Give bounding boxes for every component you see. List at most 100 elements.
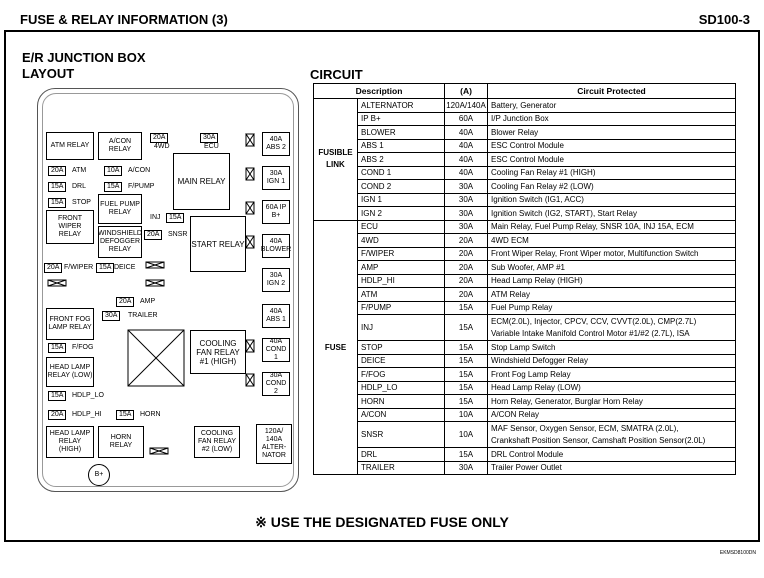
circuit-label: CIRCUIT xyxy=(310,67,363,82)
cell-circuit: Ignition Switch (IG2, START), Start Rela… xyxy=(487,206,737,221)
fusible-ign1: 30A IGN 1 xyxy=(262,166,290,190)
fuse-4wd: 20A xyxy=(150,133,169,143)
cell-amp: 15A xyxy=(444,394,489,409)
label-trailer: TRAILER xyxy=(128,312,158,319)
fusible-abs2: 40A ABS 2 xyxy=(262,132,290,156)
cell-circuit-line: Variable Intake Manifold Control Motor #… xyxy=(491,328,690,338)
fuse-fpump: 15A xyxy=(104,182,123,192)
cell-circuit: Horn Relay, Generator, Burglar Horn Rela… xyxy=(487,394,737,409)
layout-label: LAYOUT xyxy=(22,66,75,81)
fuse-fwiper: 20A xyxy=(44,263,63,273)
cell-amp: 15A xyxy=(444,314,489,341)
table-row: SNSR 10A MAF Sensor, Oxygen Sensor, ECM,… xyxy=(314,421,737,448)
cell-amp: 40A xyxy=(444,165,489,180)
section-title: E/R JUNCTION BOX xyxy=(22,50,146,65)
table-row: FUSIBLE LINK ALTERNATOR 120A/140A Batter… xyxy=(313,98,737,221)
cell-desc: DEICE xyxy=(356,353,446,368)
fuse-deice: 15A xyxy=(96,263,115,273)
fusible-cond1: 40A COND 1 xyxy=(262,338,290,362)
cell-circuit: Main Relay, Fuel Pump Relay, SNSR 10A, I… xyxy=(487,219,737,234)
cell-desc: F/WIPER xyxy=(356,246,446,261)
cell-circuit: Head Lamp Relay (LOW) xyxy=(487,380,737,395)
cell-desc: STOP xyxy=(356,340,446,355)
frame-right xyxy=(758,30,760,540)
label-horn: HORN xyxy=(140,411,161,418)
fuse-trailer: 30A xyxy=(102,311,121,321)
cell-amp: 20A xyxy=(444,287,489,302)
cell-desc: ALTERNATOR xyxy=(356,98,446,113)
cell-amp: 15A xyxy=(444,353,489,368)
label-amp: AMP xyxy=(140,298,156,305)
fuse-horn: 15A xyxy=(116,410,135,420)
col-description: Description xyxy=(312,83,446,99)
cell-desc: HDLP_LO xyxy=(356,380,446,395)
cell-amp: 20A xyxy=(444,260,489,275)
cell-circuit: Stop Lamp Switch xyxy=(487,340,737,355)
label-deice: DEICE xyxy=(114,264,136,271)
footer-note: ※ USE THE DESIGNATED FUSE ONLY xyxy=(255,514,509,530)
label-ffog: F/FOG xyxy=(72,344,94,351)
cell-circuit: Trailer Power Outlet xyxy=(487,460,737,475)
cell-amp: 15A xyxy=(444,367,489,382)
group-fuse: FUSE xyxy=(313,220,358,475)
frame-left xyxy=(4,30,6,540)
cell-amp: 60A xyxy=(444,111,489,126)
alternator-fusible: 120A/ 140A ALTER- NATOR xyxy=(256,424,292,464)
fusible-blower: 40A BLOWER xyxy=(261,234,291,258)
main-relay: MAIN RELAY xyxy=(173,153,230,210)
cell-circuit: Blower Relay xyxy=(487,125,737,140)
page-header xyxy=(4,8,760,32)
cell-desc: IGN 1 xyxy=(356,192,446,207)
cell-amp: 30A xyxy=(444,206,489,221)
cell-desc: ECU xyxy=(356,219,446,234)
cell-circuit: Battery, Generator xyxy=(487,98,737,113)
front-wiper-relay: FRONT WIPER RELAY xyxy=(46,210,94,244)
windshield-defogger-relay: WINDSHIELD DEFOGGER RELAY xyxy=(98,226,142,258)
label-drl: DRL xyxy=(72,183,87,190)
cell-circuit-line: ECM(2.0L), Injector, CPCV, CCV, CVVT(2.0… xyxy=(491,316,697,326)
table-row: INJ 15A ECM(2.0L), Injector, CPCV, CCV, … xyxy=(314,314,737,341)
cell-amp: 40A xyxy=(444,125,489,140)
label-hdlphi: HDLP_HI xyxy=(72,411,102,418)
circuit-table: Description (A) Circuit Protected FUSIBL… xyxy=(312,83,737,475)
cell-desc: F/FOG xyxy=(356,367,446,382)
cell-desc: ABS 2 xyxy=(356,152,446,167)
cell-circuit: Front Fog Lamp Relay xyxy=(487,367,737,382)
cell-desc: F/PUMP xyxy=(356,300,446,315)
cell-circuit-line: Crankshaft Position Sensor, Camshaft Pos… xyxy=(491,435,706,445)
cell-circuit: ATM Relay xyxy=(487,287,737,302)
cell-desc: 4WD xyxy=(356,233,446,248)
page-code: SD100-3 xyxy=(698,12,750,27)
cell-desc: ATM xyxy=(356,287,446,302)
fuse-stop: 15A xyxy=(48,198,67,208)
cooling-fan-relay-1: COOLING FAN RELAY #1 (HIGH) xyxy=(190,330,246,374)
fusible-ign2: 30A IGN 2 xyxy=(262,268,290,292)
col-amp: (A) xyxy=(444,83,489,99)
label-snsr: SNSR xyxy=(168,231,188,238)
fusible-cond2: 30A COND 2 xyxy=(262,372,290,396)
cell-circuit-multi: ECM(2.0L), Injector, CPCV, CCV, CVVT(2.0… xyxy=(487,314,737,341)
b-plus-terminal: B+ xyxy=(88,464,110,486)
cell-circuit: Ignition Switch (IG1, ACC) xyxy=(487,192,737,207)
label-acon: A/CON xyxy=(128,167,151,174)
cell-circuit: Cooling Fan Relay #2 (LOW) xyxy=(487,179,737,194)
fuse-acon: 10A xyxy=(104,166,123,176)
cell-circuit: DRL Control Module xyxy=(487,447,737,462)
cell-desc: HORN xyxy=(356,394,446,409)
fuse-ffog: 15A xyxy=(48,343,67,353)
fusible-abs1: 40A ABS 1 xyxy=(262,304,290,328)
label-ecu: ECU xyxy=(204,143,219,150)
cell-desc: COND 2 xyxy=(356,179,446,194)
cell-circuit: Sub Woofer, AMP #1 xyxy=(487,260,737,275)
cell-amp: 30A xyxy=(444,192,489,207)
cell-amp: 20A xyxy=(444,233,489,248)
cell-amp: 20A xyxy=(444,273,489,288)
